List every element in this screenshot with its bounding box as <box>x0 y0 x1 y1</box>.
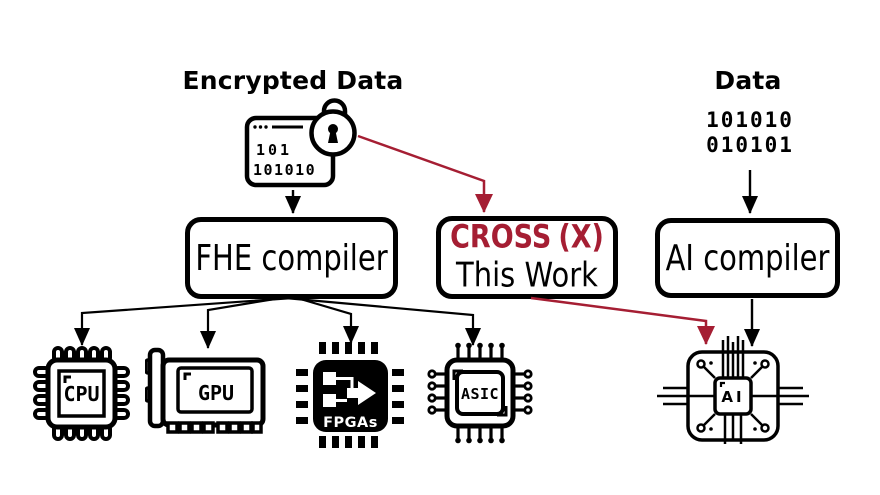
cross-paren-open: ( <box>558 219 571 256</box>
cross-box: CROSS(X) This Work <box>436 216 618 299</box>
cpu-label: CPU <box>63 382 99 406</box>
arrow-fhe-to-gpu <box>200 296 282 349</box>
gpu-icon: GPU <box>145 347 266 434</box>
cross-subtitle: This Work <box>456 254 598 296</box>
ai-compiler-label: AI compiler <box>665 237 830 279</box>
ai-chip-icon: AI <box>657 336 809 444</box>
padlock-icon <box>309 98 357 157</box>
fpga-pins <box>296 342 404 448</box>
fhe-compiler-box: FHE compiler <box>185 217 398 299</box>
ai-chip-corner-nodes <box>696 359 770 433</box>
asic-pin-dots <box>427 342 533 444</box>
cross-word: CROSS <box>450 219 552 256</box>
arrow-fhe-to-cpu <box>74 296 294 346</box>
cross-paren-close: ) <box>591 219 604 256</box>
fhe-compiler-label: FHE compiler <box>195 237 388 279</box>
cross-title-line: CROSS(X) <box>450 220 604 256</box>
ai-chip-traces <box>657 336 809 444</box>
gpu-label: GPU <box>198 381 234 405</box>
document-binary-row2: 101010 <box>253 161 316 179</box>
cpu-icon: CPU <box>33 346 130 441</box>
binary-row-2: 010101 <box>706 133 794 157</box>
cross-x-letter: X <box>570 219 592 256</box>
document-binary-row1: 101 <box>256 141 292 159</box>
asic-label: ASIC <box>461 385 499 403</box>
gpu-pins <box>166 421 263 434</box>
cross-box-label: CROSS(X) This Work <box>450 220 604 296</box>
data-title: Data <box>714 66 782 95</box>
encrypted-data-title: Encrypted Data <box>182 66 404 95</box>
fpga-icon: FPGAs <box>296 342 404 448</box>
fpga-label: FPGAs <box>323 415 378 431</box>
ai-chip-label: AI <box>721 388 744 406</box>
binary-data-block: 101010 010101 <box>670 108 830 158</box>
binary-row-1: 101010 <box>706 108 794 132</box>
fpga-logic-gate-glyph <box>323 372 376 407</box>
encrypted-data-icon: 101 101010 <box>244 98 357 188</box>
ai-compiler-box: AI compiler <box>655 218 840 298</box>
asic-icon: ASIC <box>427 342 533 444</box>
